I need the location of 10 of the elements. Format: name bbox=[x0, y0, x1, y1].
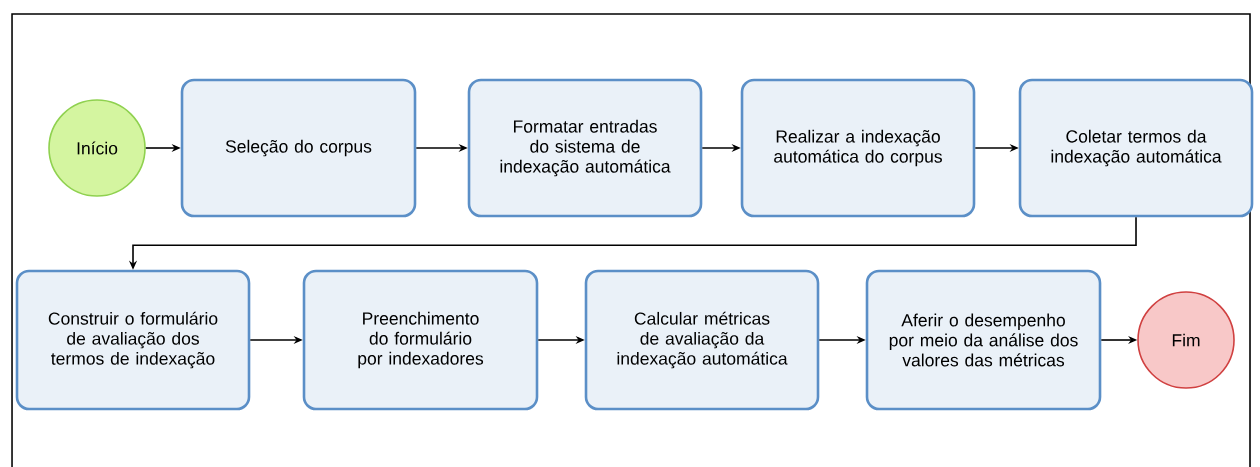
process-box: Realizar a indexação automática do corpus bbox=[740, 78, 976, 218]
process-box: Seleção do corpus bbox=[180, 78, 417, 218]
process-box: Preenchimento do formulário por indexadores bbox=[302, 269, 539, 411]
process-box: Formatar entradas do sistema de indexação automática bbox=[467, 78, 703, 218]
process-box: Calcular métricas de avaliação da indexação automática bbox=[584, 269, 820, 411]
circle-end: Fim bbox=[1137, 291, 1235, 389]
process-box: Aferir o desempenho por meio da análise dos valores das métricas bbox=[865, 269, 1102, 411]
process-box: Construir o formulário de avaliação dos termos de indexação bbox=[15, 269, 251, 411]
process-box: Coletar termos da indexação automática bbox=[1018, 78, 1254, 218]
circle-start: Início bbox=[48, 99, 146, 197]
